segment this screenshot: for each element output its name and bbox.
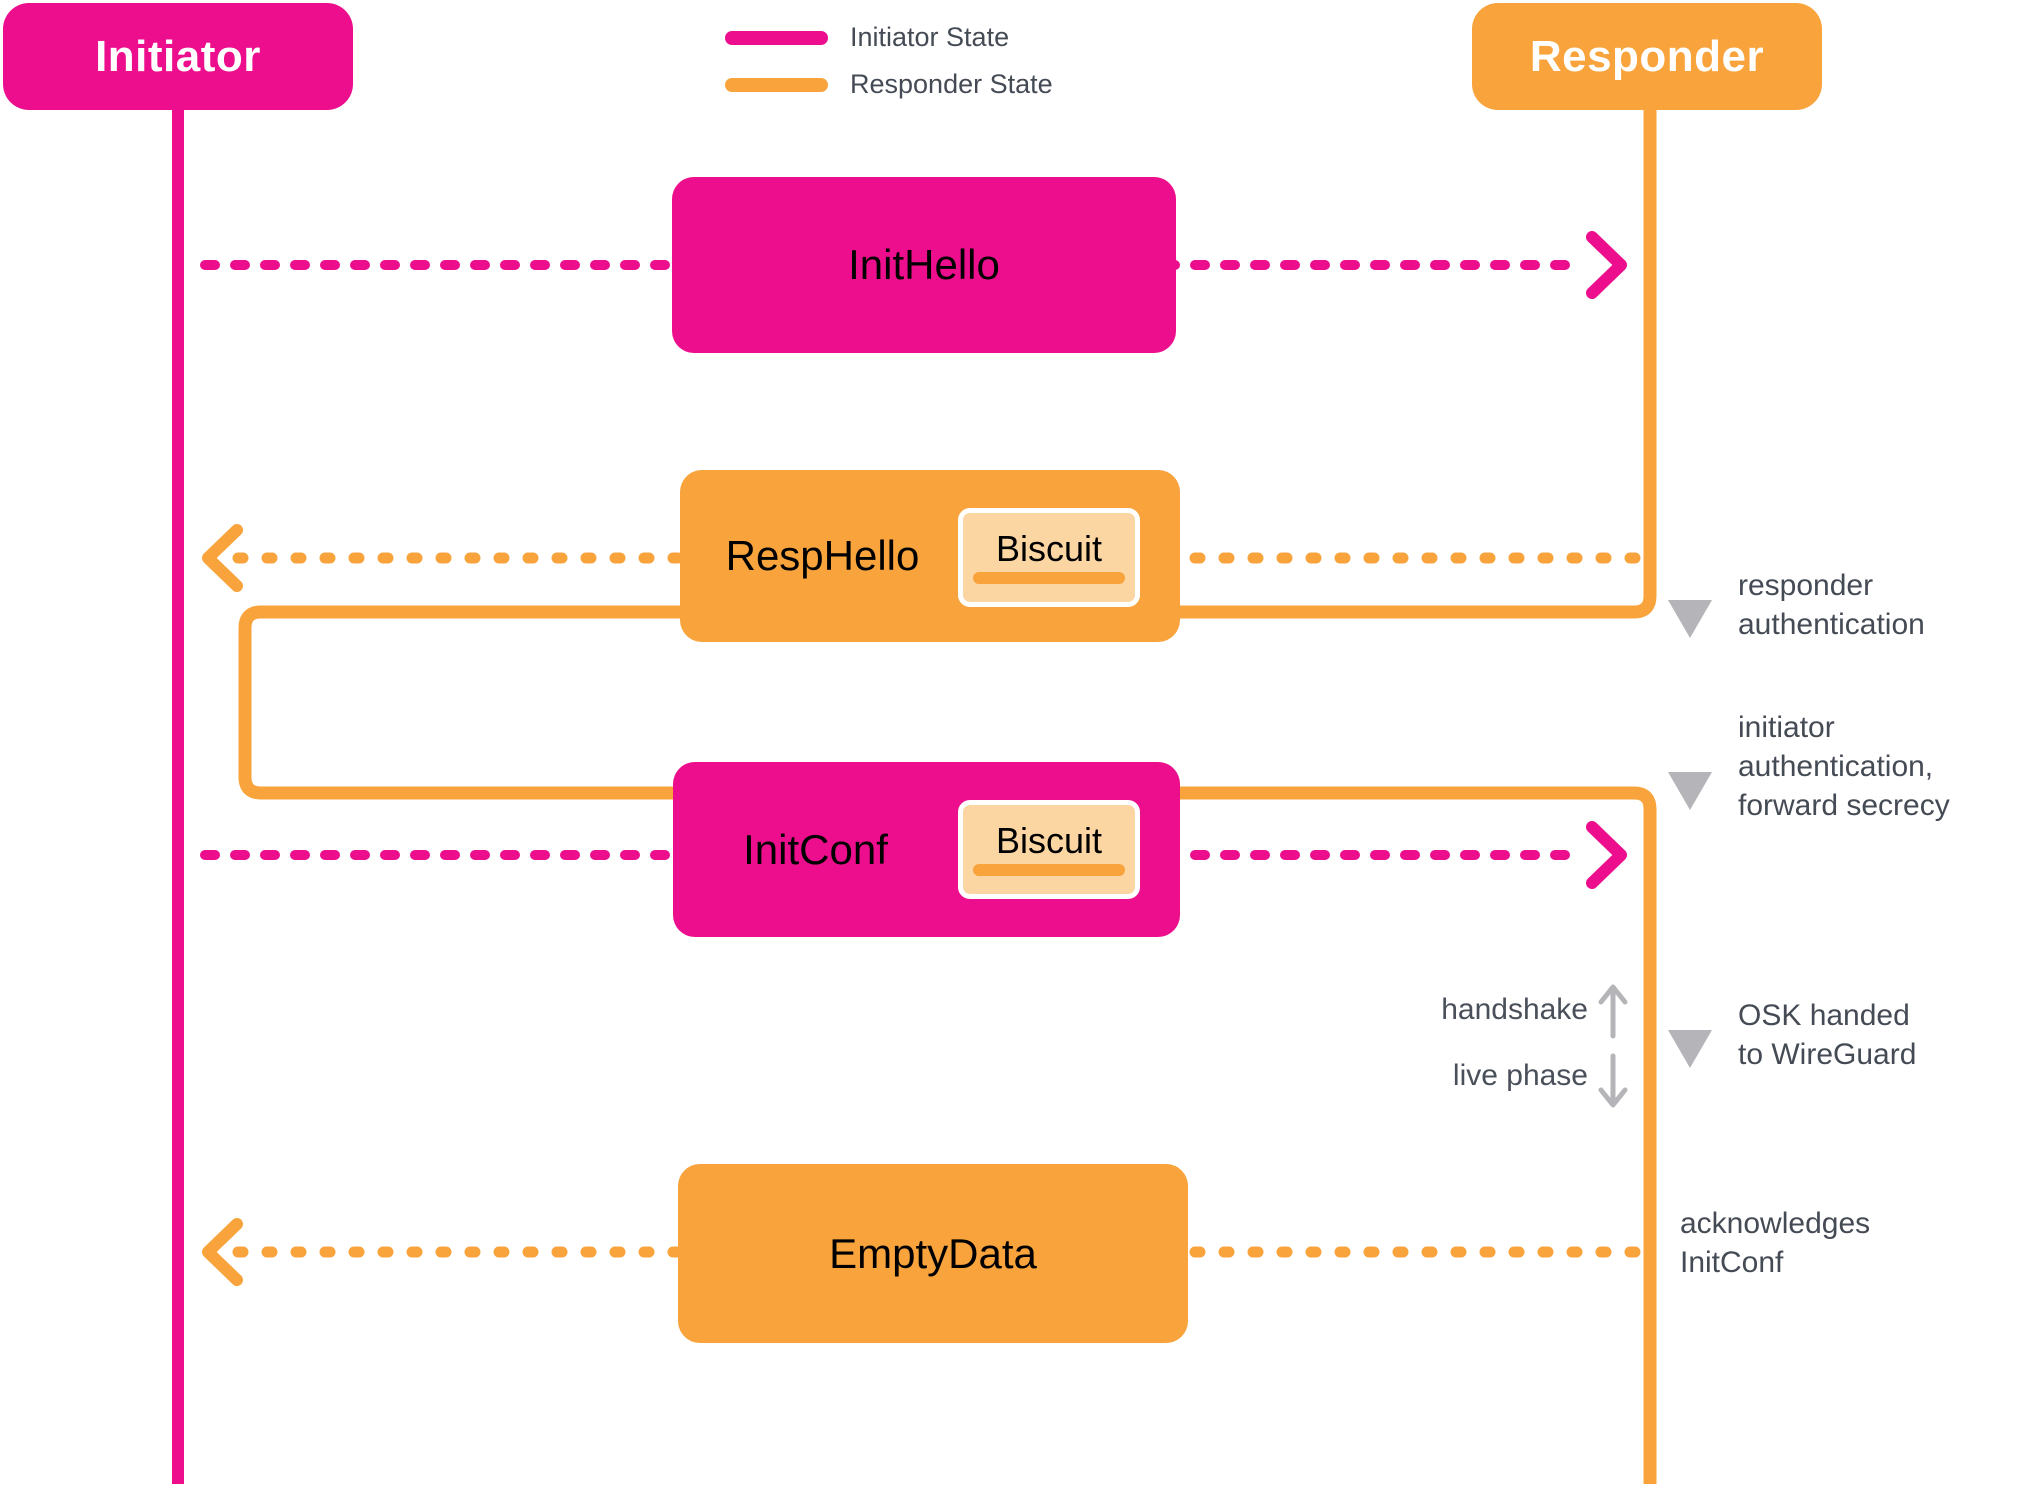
initconf-biscuit-state-bar — [973, 864, 1125, 876]
resphello-biscuit-label: Biscuit — [995, 528, 1103, 569]
initiator-actor-box: Initiator — [3, 3, 353, 110]
emptydata-arrowhead-icon — [202, 1218, 243, 1286]
resphello-message-box: RespHello Biscuit — [680, 470, 1180, 642]
initiator-auth-annotation: initiator authentication, forward secrec… — [1738, 711, 1950, 822]
initiator-actor-label: Initiator — [95, 31, 261, 81]
responder-actor-label: Responder — [1529, 31, 1765, 81]
legend-initiator-state-swatch — [725, 31, 828, 45]
inithello-label: InitHello — [848, 241, 1000, 288]
ack-annotation: acknowledges InitConf — [1680, 1207, 1871, 1279]
inithello-message-box: InitHello — [672, 177, 1176, 353]
osk-annotation: OSK handed to WireGuard — [1738, 999, 1917, 1071]
osk-triangle-icon — [1668, 1030, 1712, 1068]
initconf-message-box: InitConf Biscuit — [673, 762, 1180, 937]
resphello-arrowhead-icon — [202, 524, 243, 592]
responder-state-line — [238, 108, 1657, 1484]
inithello-arrowhead-icon — [1586, 231, 1627, 299]
phase-live-label: live phase — [1452, 1059, 1588, 1092]
initconf-arrowhead-icon — [1586, 821, 1627, 889]
initconf-label: InitConf — [743, 825, 888, 873]
initiator-auth-triangle-icon — [1668, 772, 1712, 810]
initconf-biscuit-box: Biscuit — [958, 800, 1140, 899]
resphello-biscuit-box: Biscuit — [958, 508, 1140, 607]
responder-actor-box: Responder — [1472, 3, 1822, 110]
phase-handshake-label: handshake — [1441, 993, 1588, 1026]
legend-initiator-state-label: Initiator State — [850, 22, 1010, 52]
responder-auth-triangle-icon — [1668, 600, 1712, 638]
phase-divider-arrows — [1598, 984, 1628, 1108]
arrow-up-head-icon — [1598, 984, 1628, 1005]
legend-responder-state-swatch — [725, 78, 828, 92]
resphello-label: RespHello — [725, 532, 920, 579]
emptydata-label: EmptyData — [829, 1229, 1037, 1277]
resphello-biscuit-state-bar — [973, 572, 1125, 584]
initconf-biscuit-label: Biscuit — [995, 820, 1103, 861]
legend-responder-state-label: Responder State — [850, 69, 1053, 99]
emptydata-message-box: EmptyData — [678, 1164, 1188, 1343]
responder-auth-annotation: responder authentication — [1738, 569, 1925, 641]
arrow-down-head-icon — [1598, 1087, 1628, 1108]
